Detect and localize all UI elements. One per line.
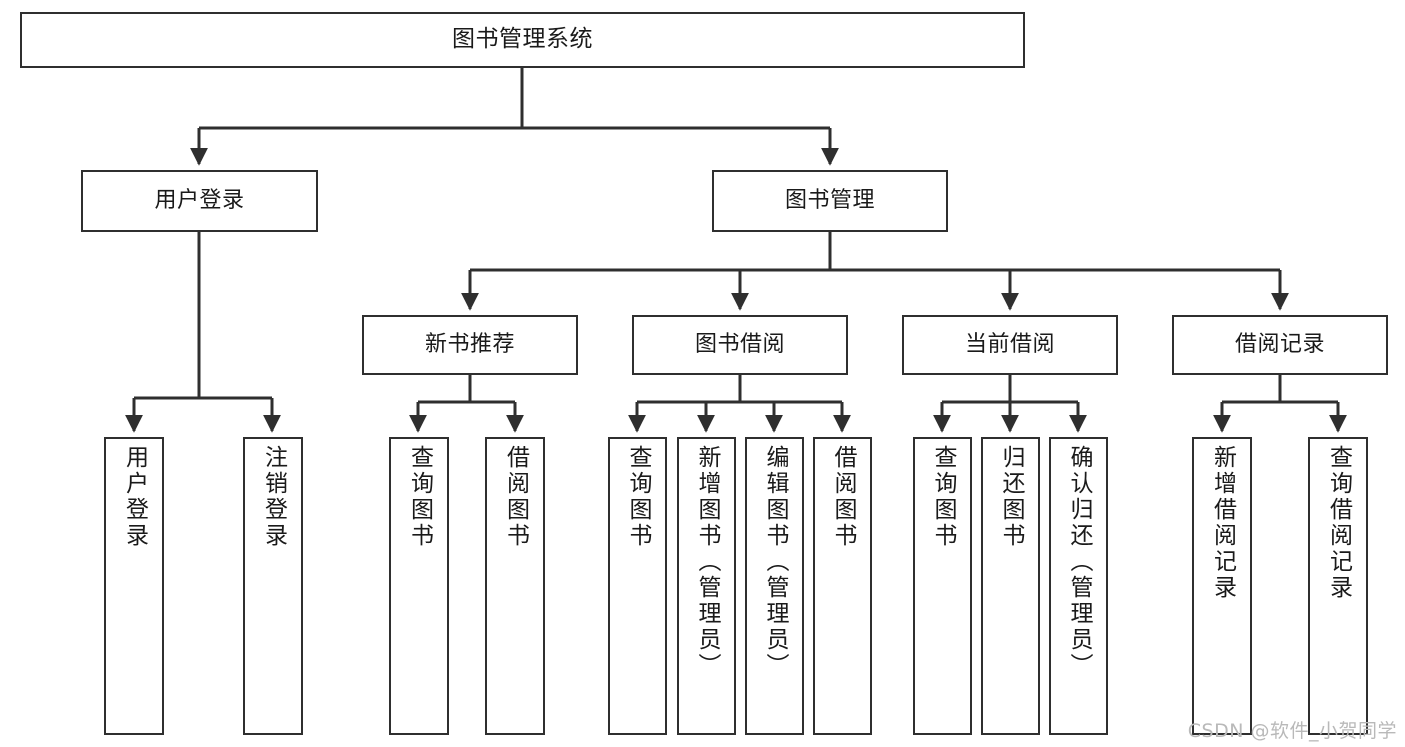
node-label: 用户登录	[121, 445, 148, 549]
leaf-borrow-record-add-record[interactable]: 新增借阅记录	[1192, 437, 1252, 735]
node-label: 借阅记录	[1234, 332, 1325, 358]
node-borrow-record[interactable]: 借阅记录	[1172, 315, 1388, 375]
csdn-watermark: CSDN @软件_小贺同学	[1187, 720, 1397, 742]
node-label: 新增借阅记录	[1209, 445, 1236, 601]
leaf-book-borrow-borrow-book[interactable]: 借阅图书	[813, 437, 872, 735]
node-user-login[interactable]: 用户登录	[81, 170, 318, 232]
node-label: 归还图书	[998, 445, 1024, 549]
node-label: 查询图书	[406, 445, 433, 549]
leaf-current-borrow-return-book[interactable]: 归还图书	[981, 437, 1040, 735]
node-label: 查询图书	[930, 445, 956, 549]
node-root-book-management-system[interactable]: 图书管理系统	[20, 12, 1025, 68]
node-label: 用户登录	[154, 188, 245, 214]
node-label: 查询借阅记录	[1325, 445, 1352, 601]
leaf-new-book-query-book[interactable]: 查询图书	[389, 437, 449, 735]
node-label: 借阅图书	[830, 445, 856, 549]
leaf-user-login-logout[interactable]: 注销登录	[243, 437, 303, 735]
leaf-user-login-login[interactable]: 用户登录	[104, 437, 164, 735]
node-label: 编辑图书（管理员）	[762, 445, 788, 679]
node-label: 查询图书	[625, 445, 651, 549]
leaf-current-borrow-query-book[interactable]: 查询图书	[913, 437, 972, 735]
node-book-borrow[interactable]: 图书借阅	[632, 315, 848, 375]
node-label: 图书管理	[784, 188, 875, 214]
leaf-book-borrow-query-book[interactable]: 查询图书	[608, 437, 667, 735]
node-label: 图书管理系统	[452, 26, 593, 53]
leaf-borrow-record-query-record[interactable]: 查询借阅记录	[1308, 437, 1368, 735]
node-label: 新增图书（管理员）	[694, 445, 720, 679]
node-label: 注销登录	[260, 445, 287, 549]
node-label: 确认归还（管理员）	[1066, 445, 1092, 679]
node-label: 借阅图书	[502, 445, 529, 549]
leaf-book-borrow-add-book-admin[interactable]: 新增图书（管理员）	[677, 437, 736, 735]
leaf-current-borrow-confirm-return-admin[interactable]: 确认归还（管理员）	[1049, 437, 1108, 735]
leaf-book-borrow-edit-book-admin[interactable]: 编辑图书（管理员）	[745, 437, 804, 735]
node-label: 图书借阅	[694, 332, 785, 358]
node-label: 新书推荐	[424, 332, 515, 358]
node-new-book-recommend[interactable]: 新书推荐	[362, 315, 578, 375]
node-label: 当前借阅	[964, 332, 1055, 358]
leaf-new-book-borrow-book[interactable]: 借阅图书	[485, 437, 545, 735]
node-book-management[interactable]: 图书管理	[712, 170, 948, 232]
node-current-borrow[interactable]: 当前借阅	[902, 315, 1118, 375]
